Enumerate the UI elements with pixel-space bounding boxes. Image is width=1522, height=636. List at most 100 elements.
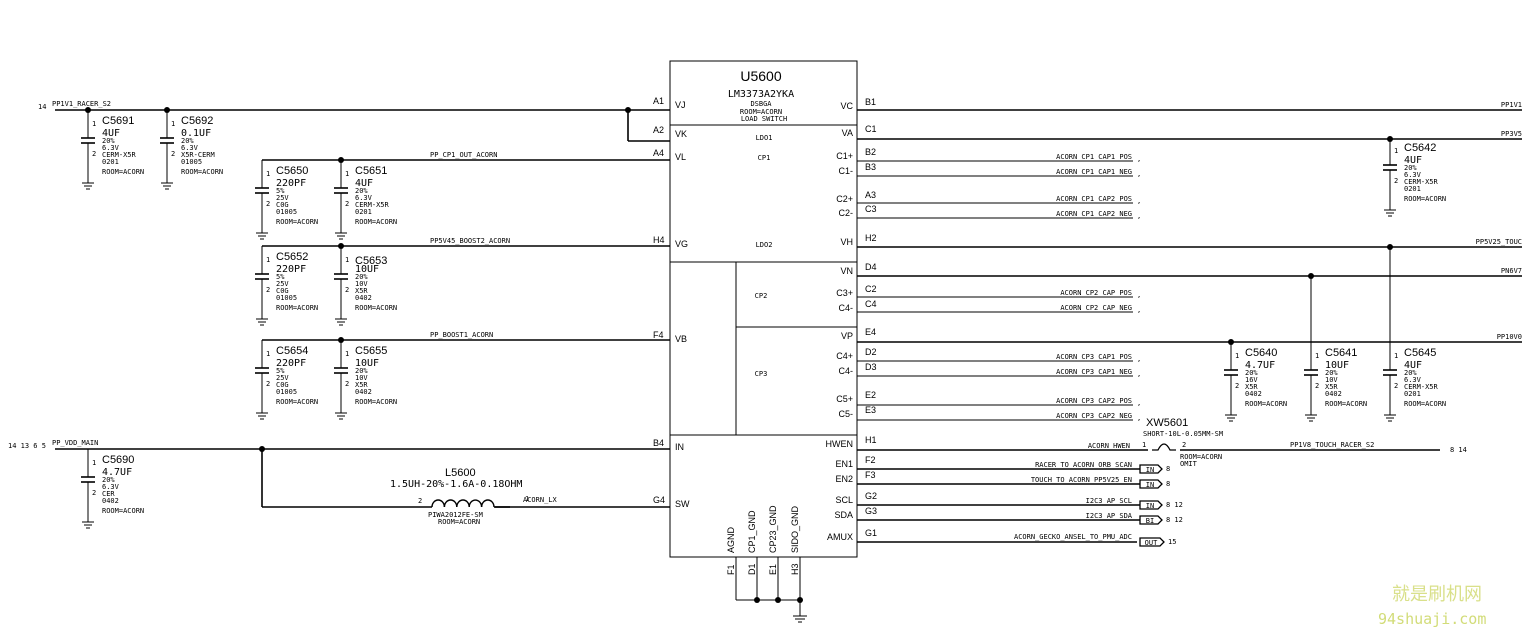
- cap-spec: ROOM=ACORN: [355, 304, 397, 312]
- hwen-net-ref: 8 14: [1450, 446, 1467, 454]
- net-comma: ,: [1137, 170, 1141, 178]
- cap-spec: 0402: [1245, 390, 1262, 398]
- cap-spec: 10V: [355, 374, 368, 382]
- port-flag-label: IN: [1146, 466, 1154, 474]
- right-pin-name: EN1: [835, 459, 853, 469]
- junction-dot: [259, 446, 265, 452]
- cap-spec: 20%: [181, 137, 194, 145]
- right-pin-name: C4-: [838, 366, 853, 376]
- right-pin-name: AMUX: [827, 532, 853, 542]
- cap-spec: C0G: [276, 287, 289, 295]
- cap-value: 4.7UF: [102, 467, 132, 478]
- net-comma: ,: [1137, 212, 1141, 220]
- right-pin-name: SDA: [834, 510, 853, 520]
- right-signal-net-label: ACORN_CP2_CAP_NEG: [1060, 304, 1132, 312]
- cap-value: 220PF: [276, 178, 306, 189]
- chip-desc: LOAD SWITCH: [741, 115, 787, 123]
- cap-spec: 6.3V: [102, 144, 120, 152]
- inductor-coil: [468, 499, 483, 508]
- cap-spec: 20%: [355, 367, 368, 375]
- right-pin-number: C4: [865, 299, 877, 309]
- cap-ref: C5653: [355, 255, 387, 267]
- cap-spec: 25V: [276, 280, 289, 288]
- cap-spec: 25V: [276, 194, 289, 202]
- cap-ref: C5652: [276, 251, 308, 263]
- right-pin-number: C1: [865, 124, 877, 134]
- right-pin-number: B2: [865, 147, 876, 157]
- left-net-ref: 14 13 6 5: [8, 442, 46, 450]
- cap-spec: 20%: [1325, 369, 1338, 377]
- right-pin-number: H1: [865, 435, 877, 445]
- right-pin-name: C3+: [836, 288, 853, 298]
- junction-dot: [338, 337, 344, 343]
- cap-spec: ROOM=ACORN: [276, 398, 318, 406]
- right-pin-number: E3: [865, 405, 876, 415]
- cap-spec: ROOM=ACORN: [276, 218, 318, 226]
- junction-dot: [1387, 136, 1393, 142]
- right-pin-number: C2: [865, 284, 877, 294]
- right-signal-net-label: ACORN_CP2_CAP_POS: [1060, 289, 1132, 297]
- right-signal-net-label: ACORN_CP3_CAP2_POS: [1056, 397, 1132, 405]
- left-pin-number: A2: [653, 125, 664, 135]
- cap-spec: ROOM=ACORN: [181, 168, 223, 176]
- bottom-pin-name: AGND: [726, 526, 736, 553]
- junction-dot: [754, 597, 760, 603]
- chip-block-label: CP1: [758, 154, 771, 162]
- cap-value: 10UF: [1325, 360, 1349, 371]
- left-pin-number: H4: [653, 235, 665, 245]
- inductor-coil: [456, 499, 470, 508]
- cap-spec: ROOM=ACORN: [276, 304, 318, 312]
- right-pin-name: C4+: [836, 351, 853, 361]
- left-pin-number: A1: [653, 96, 664, 106]
- port-flag-label: IN: [1146, 502, 1154, 510]
- cap-pin-2: 2: [1394, 382, 1398, 390]
- cap-spec: 20%: [1404, 164, 1417, 172]
- right-pin-name: C2+: [836, 194, 853, 204]
- chip-block-label: CP2: [755, 292, 768, 300]
- left-pin-name: VJ: [675, 100, 686, 110]
- bottom-pin-number: F1: [726, 564, 736, 575]
- cap-value: 4UF: [1404, 360, 1422, 371]
- cap-spec: CER: [102, 490, 115, 498]
- left-pin-number: B4: [653, 438, 664, 448]
- cap-spec: 0402: [1325, 390, 1342, 398]
- cap-spec: ROOM=ACORN: [355, 218, 397, 226]
- cap-ref: C5691: [102, 115, 134, 127]
- cap-pin-2: 2: [1315, 382, 1319, 390]
- inductor-coil: [431, 499, 446, 508]
- right-pin-number: A3: [865, 190, 876, 200]
- cap-spec: X5R: [355, 287, 368, 295]
- cap-pin-1: 1: [266, 350, 270, 358]
- cap-spec: 01005: [276, 208, 297, 216]
- right-pin-name: VP: [841, 331, 853, 341]
- watermark-text: 就是刷机网: [1392, 584, 1482, 605]
- cap-spec: X5R: [355, 381, 368, 389]
- cap-spec: ROOM=ACORN: [355, 398, 397, 406]
- wires: [55, 60, 1522, 623]
- left-net-ref: 14: [38, 103, 46, 111]
- port-flag-ref: 8 12: [1166, 516, 1183, 524]
- cap-spec: ROOM=ACORN: [1404, 400, 1446, 408]
- cap-pin-1: 1: [171, 120, 175, 128]
- chip-ref: U5600: [740, 68, 781, 84]
- left-pin-name: SW: [675, 499, 690, 509]
- chip-pkg: DSBGA: [750, 100, 772, 108]
- junction-dot: [164, 107, 170, 113]
- port-flag: [1139, 464, 1163, 474]
- cap-pin-1: 1: [345, 256, 349, 264]
- right-signal-net-label: ACORN_CP3_CAP1_NEG: [1056, 368, 1132, 376]
- cap-spec: C0G: [276, 381, 289, 389]
- jumper-pin-2: 2: [1182, 441, 1186, 449]
- cap-ref: C5655: [355, 345, 387, 357]
- right-pin-name: VC: [840, 101, 853, 111]
- port-flag-label: IN: [1146, 481, 1154, 489]
- cap-ref: C5654: [276, 345, 308, 357]
- cap-spec: X5R-CERM: [181, 151, 215, 159]
- jumper-pin-1: 1: [1142, 441, 1146, 449]
- right-signal-net-label: ACORN_CP3_CAP2_NEG: [1056, 412, 1132, 420]
- right-pin-name: C5-: [838, 409, 853, 419]
- right-pin-number: D4: [865, 262, 877, 272]
- cap-pin-2: 2: [345, 380, 349, 388]
